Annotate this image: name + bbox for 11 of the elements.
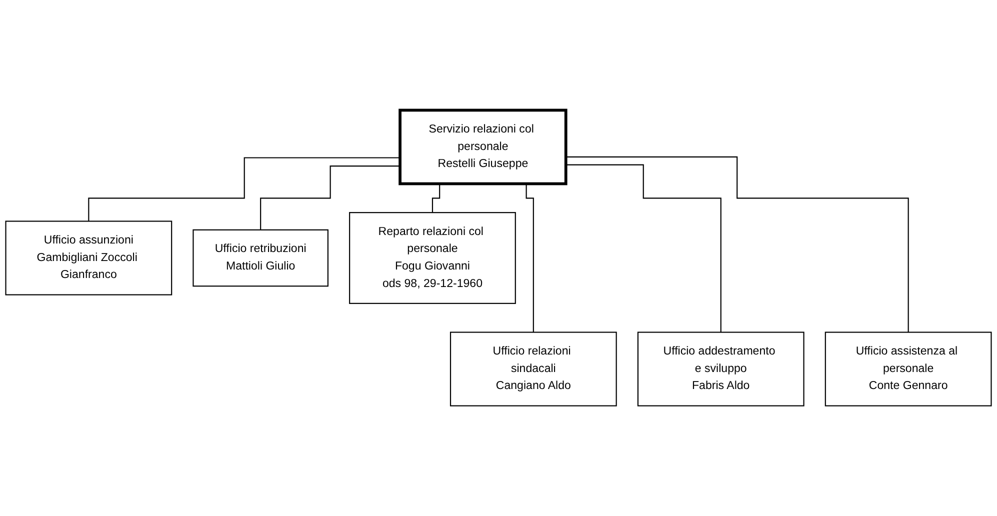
node-box: Ufficio addestramento e sviluppo Fabris Aldo (637, 332, 804, 406)
node-box: Servizio relazioni col personale Restelli Giuseppe (398, 108, 568, 186)
connector (88, 157, 400, 222)
node-box: Ufficio assistenza al personale Conte Gennaro (824, 332, 992, 406)
connector (566, 164, 722, 333)
connector (260, 166, 400, 230)
node-box: Reparto relazioni col personale Fogu Giovanni ods 98, 29-12-1960 (349, 212, 516, 304)
node-box: Ufficio retribuzioni Mattioli Giulio (192, 229, 328, 287)
connector (566, 156, 909, 333)
node-box: Ufficio assunzioni Gambigliani Zoccoli Gianfranco (5, 220, 172, 296)
node-box: Ufficio relazioni sindacali Cangiano Aldo (450, 332, 617, 406)
